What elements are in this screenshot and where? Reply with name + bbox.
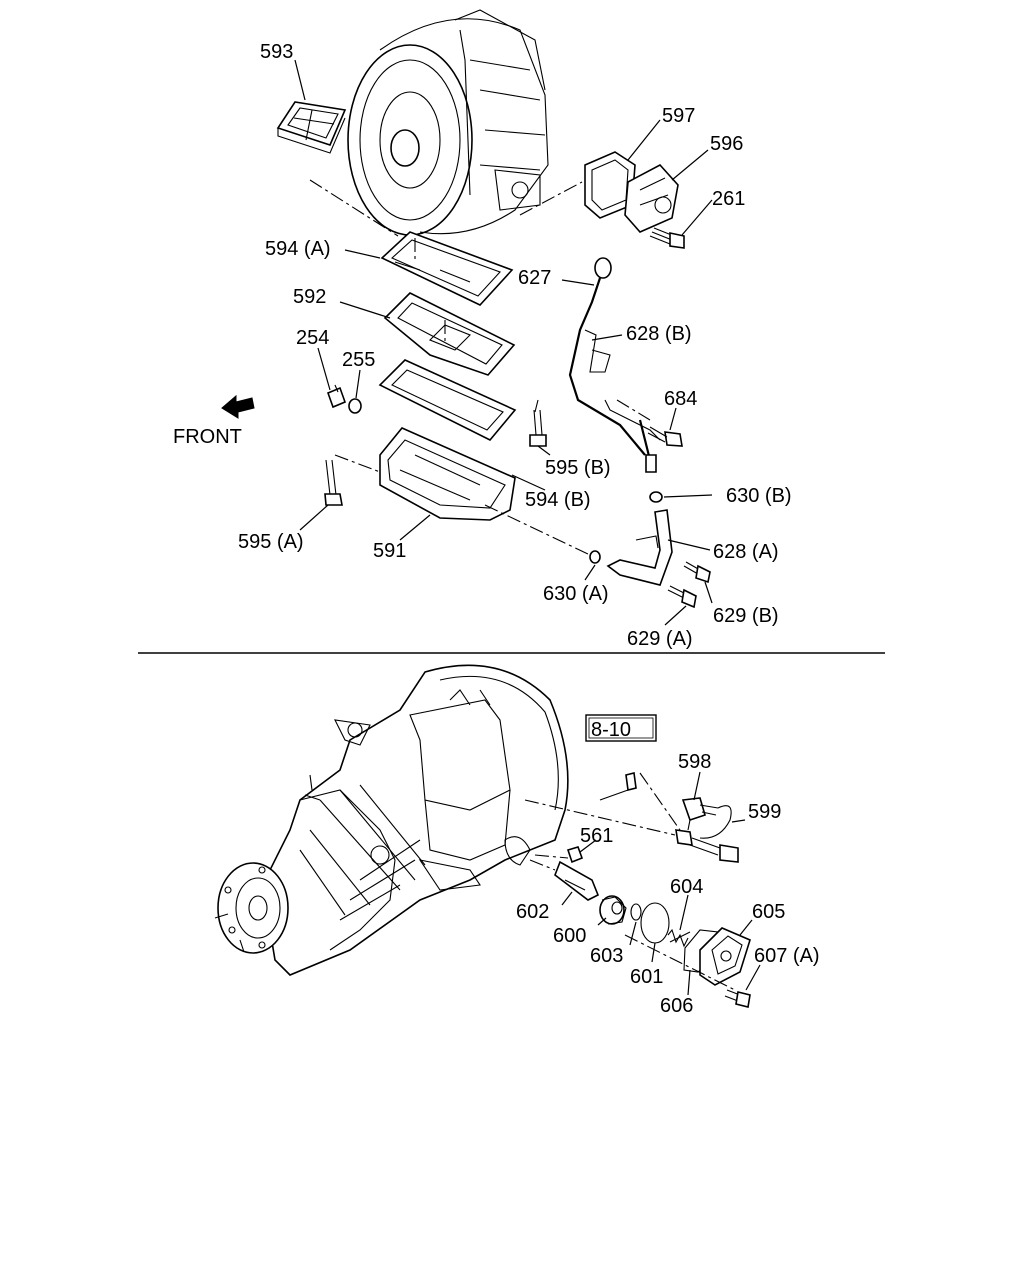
callout-592: 592 — [293, 286, 326, 308]
callout-594a: 594 (A) — [265, 238, 331, 260]
assembly-lines-bottom — [524, 772, 736, 991]
callout-595a: 595 (A) — [238, 531, 304, 553]
callout-599: 599 — [748, 801, 781, 823]
callout-628b: 628 (B) — [626, 323, 692, 345]
bolt-595a — [324, 459, 343, 506]
bolt-595b — [529, 409, 547, 447]
callout-593: 593 — [260, 41, 293, 63]
assembly-lines-top — [309, 179, 651, 556]
transmission-housing-top — [347, 9, 549, 236]
o-ring-630a — [589, 550, 601, 564]
bolt-261 — [649, 227, 685, 249]
callout-591: 591 — [373, 540, 406, 562]
front-arrow-icon — [221, 394, 255, 419]
callout-597: 597 — [662, 105, 695, 127]
callout-261: 261 — [712, 188, 745, 210]
front-label: FRONT — [173, 426, 242, 448]
gasket-594a — [380, 231, 514, 306]
o-ring-601 — [640, 902, 670, 944]
oil-pan-591 — [379, 427, 516, 521]
callout-596: 596 — [710, 133, 743, 155]
o-ring-630b — [649, 491, 663, 503]
callout-254: 254 — [296, 327, 329, 349]
top-section: 593 597 596 261 594 (A) 627 592 628 (B) … — [173, 9, 792, 650]
drain-plug-254 — [326, 384, 347, 409]
manual-transmission-assembly — [257, 664, 569, 976]
snap-ring-603 — [630, 903, 642, 921]
callout-607a: 607 (A) — [754, 945, 820, 967]
gasket-594b — [378, 359, 517, 441]
callout-605: 605 — [752, 901, 785, 923]
callout-630b: 630 (B) — [726, 485, 792, 507]
harness-599 — [675, 805, 739, 863]
callout-labels-top: 593 597 596 261 594 (A) 627 592 628 (B) … — [173, 41, 792, 650]
output-flange — [214, 862, 289, 954]
callout-606: 606 — [660, 995, 693, 1017]
dipstick-627 — [568, 257, 646, 456]
valve-body-592 — [383, 292, 516, 376]
washer-255 — [348, 398, 362, 414]
callout-684: 684 — [664, 388, 697, 410]
pin-part — [599, 772, 637, 801]
leader-lines-bottom — [561, 771, 761, 996]
bolt-629a — [667, 585, 697, 609]
callout-600: 600 — [553, 925, 586, 947]
cover-605 — [699, 927, 751, 986]
side-cover-596 — [584, 151, 679, 233]
bracket-684 — [604, 399, 683, 447]
sensor-598 — [681, 797, 719, 831]
callout-604: 604 — [670, 876, 703, 898]
gear-600 — [599, 895, 627, 925]
bolt-629b — [683, 561, 711, 584]
filler-tube-628b — [584, 329, 657, 473]
bottom-section: 8-10 — [214, 664, 820, 1017]
plug-561 — [566, 846, 584, 864]
callout-602: 602 — [516, 901, 549, 923]
callout-628a: 628 (A) — [713, 541, 779, 563]
callout-629a: 629 (A) — [627, 628, 693, 650]
shaft-602 — [554, 860, 600, 901]
callout-627: 627 — [518, 267, 551, 289]
spring-604 — [667, 928, 691, 948]
callout-629b: 629 (B) — [713, 605, 779, 627]
callout-595b: 595 (B) — [545, 457, 611, 479]
reference-box-label: 8-10 — [591, 719, 631, 741]
tube-628a — [606, 509, 673, 586]
callout-594b: 594 (B) — [525, 489, 591, 511]
oil-strainer-593 — [276, 101, 347, 154]
callout-598: 598 — [678, 751, 711, 773]
callout-601: 601 — [630, 966, 663, 988]
bolt-607a — [724, 989, 751, 1008]
callout-603: 603 — [590, 945, 623, 967]
callout-630a: 630 (A) — [543, 583, 609, 605]
leader-lines-top — [294, 59, 713, 626]
callout-labels-bottom: 598 599 561 604 605 602 600 607 (A) 603 … — [516, 751, 820, 1017]
reference-box[interactable]: 8-10 — [585, 714, 657, 742]
callout-255: 255 — [342, 349, 375, 371]
callout-561: 561 — [580, 825, 613, 847]
